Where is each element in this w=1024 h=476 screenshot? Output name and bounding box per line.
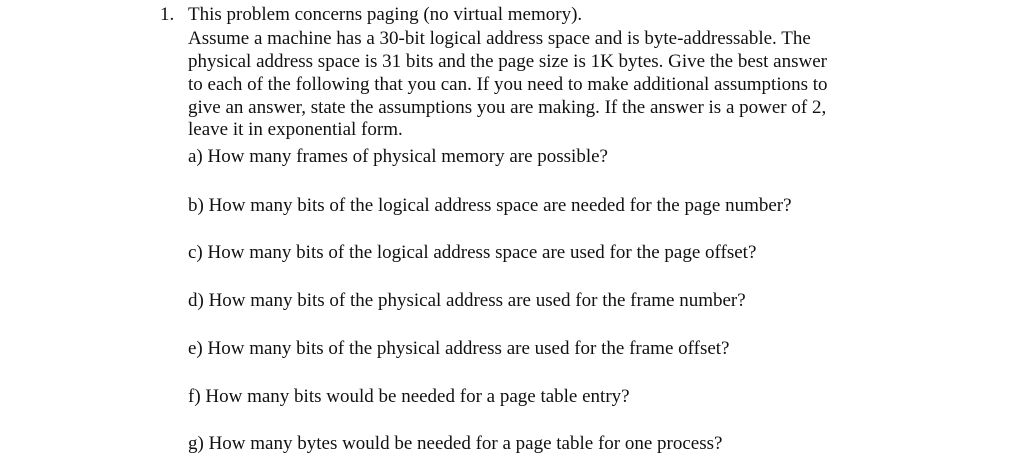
question-g: g) How many bytes would be needed for a … — [188, 433, 723, 454]
question-c: c) How many bits of the logical address … — [188, 242, 757, 263]
question-d: d) How many bits of the physical address… — [188, 290, 746, 311]
question-e: e) How many bits of the physical address… — [188, 338, 730, 359]
intro-line: Assume a machine has a 30-bit logical ad… — [188, 28, 811, 49]
intro-line: This problem concerns paging (no virtual… — [188, 4, 583, 25]
question-f: f) How many bits would be needed for a p… — [188, 386, 630, 407]
intro-line: physical address space is 31 bits and th… — [188, 51, 827, 72]
question-a: a) How many frames of physical memory ar… — [188, 146, 608, 167]
question-b: b) How many bits of the logical address … — [188, 195, 792, 216]
intro-line: leave it in exponential form. — [188, 119, 403, 140]
intro-line: give an answer, state the assumptions yo… — [188, 97, 827, 118]
intro-line: to each of the following that you can. I… — [188, 74, 828, 95]
problem-number: 1. — [160, 4, 175, 25]
